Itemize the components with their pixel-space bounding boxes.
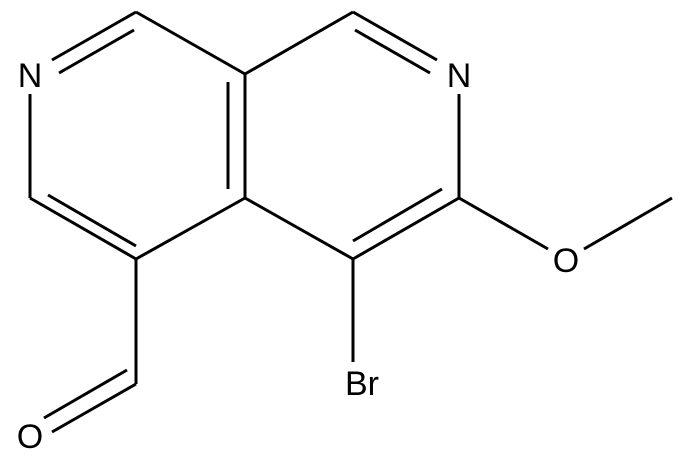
bond-c6-c5: [352, 196, 460, 261]
bond-aldehyde-co: [51, 382, 137, 434]
bond-c1-n-left-inner: [58, 28, 135, 75]
bond-c3-c4: [29, 196, 137, 261]
atom-label-n-right: N: [447, 57, 472, 95]
bond-c6-c5-inner: [352, 187, 443, 243]
bond-c8a-c8: [244, 10, 354, 76]
bond-c8a-c1: [135, 10, 246, 76]
bond-c8-n-right-inner: [354, 28, 431, 75]
atom-label-methoxy-oxygen: O: [553, 242, 579, 280]
bond-c8-n-right: [352, 10, 438, 62]
bond-c6-methoxy-o: [458, 196, 549, 251]
atom-label-aldehyde-oxygen: O: [17, 418, 43, 456]
bond-methoxy-o-methyl: [583, 196, 673, 251]
bond-aldehyde-co-inner: [43, 368, 128, 420]
bond-c3-c4-inner: [47, 193, 137, 248]
bond-c1-n-left: [51, 10, 137, 62]
atom-label-bromine: Br: [345, 365, 379, 403]
atom-label-n-left: N: [18, 57, 43, 95]
bond-c4-c4a: [135, 196, 246, 261]
bond-c5-c4a: [244, 196, 354, 261]
